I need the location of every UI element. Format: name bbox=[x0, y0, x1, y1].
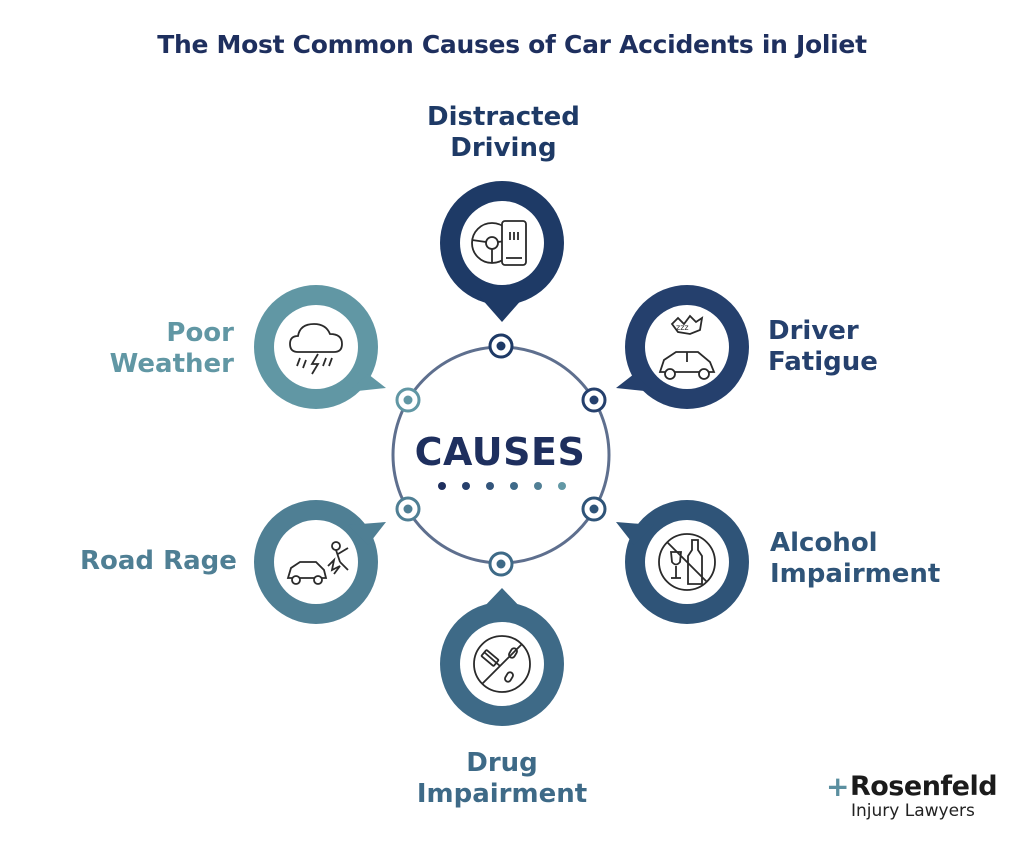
label-line: Distracted bbox=[427, 102, 580, 132]
label-line: Driver bbox=[768, 316, 859, 346]
label-line: Poor bbox=[166, 318, 234, 348]
bubble-road-rage bbox=[254, 500, 386, 624]
sleepy-car-icon: zzz bbox=[658, 314, 716, 380]
label-line: Weather bbox=[109, 349, 234, 379]
label-line: Driving bbox=[450, 133, 557, 163]
label-line: Impairment bbox=[416, 779, 588, 809]
label-line: Road Rage bbox=[80, 546, 237, 576]
label-alcohol-impairment: Alcohol Impairment bbox=[770, 528, 940, 590]
label-line: Alcohol bbox=[770, 528, 878, 558]
logo-tagline: Injury Lawyers bbox=[851, 801, 975, 821]
label-line: Drug bbox=[466, 748, 538, 778]
label-drug-impairment: Drug Impairment bbox=[415, 748, 589, 810]
ring-node-lower-left bbox=[395, 496, 421, 522]
label-line: Impairment bbox=[770, 559, 941, 589]
bubble-distracted-driving bbox=[440, 181, 564, 322]
bubble-drug-impairment bbox=[440, 588, 564, 726]
logo-brand-text: Rosenfeld bbox=[849, 771, 998, 802]
center-label: CAUSES bbox=[414, 430, 586, 474]
rosenfeld-logo: +Rosenfeld Injury Lawyers bbox=[826, 770, 1006, 821]
plus-mark-icon: + bbox=[826, 770, 849, 803]
bubble-driver-fatigue: zzz bbox=[616, 285, 749, 409]
label-distracted-driving: Distracted Driving bbox=[427, 102, 580, 164]
no-alcohol-icon bbox=[658, 533, 716, 591]
ring-node-lower-right bbox=[581, 496, 607, 522]
label-line: Fatigue bbox=[768, 347, 878, 377]
ring-node-top bbox=[488, 333, 514, 359]
bubble-poor-weather bbox=[254, 285, 386, 409]
no-drugs-icon bbox=[473, 635, 531, 693]
ring-node-upper-left bbox=[395, 387, 421, 413]
label-poor-weather: Poor Weather bbox=[106, 318, 234, 380]
phone-steering-wheel-icon bbox=[471, 220, 527, 266]
label-driver-fatigue: Driver Fatigue bbox=[768, 316, 878, 378]
ring-node-bottom bbox=[488, 551, 514, 577]
svg-text:zzz: zzz bbox=[676, 323, 689, 332]
bubble-alcohol-impairment bbox=[616, 500, 749, 624]
storm-cloud-icon bbox=[289, 323, 343, 375]
page-title: The Most Common Causes of Car Accidents … bbox=[157, 30, 867, 59]
car-crash-icon bbox=[286, 541, 349, 585]
logo-brand: +Rosenfeld bbox=[826, 770, 1006, 803]
center-dots bbox=[438, 482, 566, 490]
ring-node-upper-right bbox=[581, 387, 607, 413]
label-road-rage: Road Rage bbox=[80, 546, 237, 577]
